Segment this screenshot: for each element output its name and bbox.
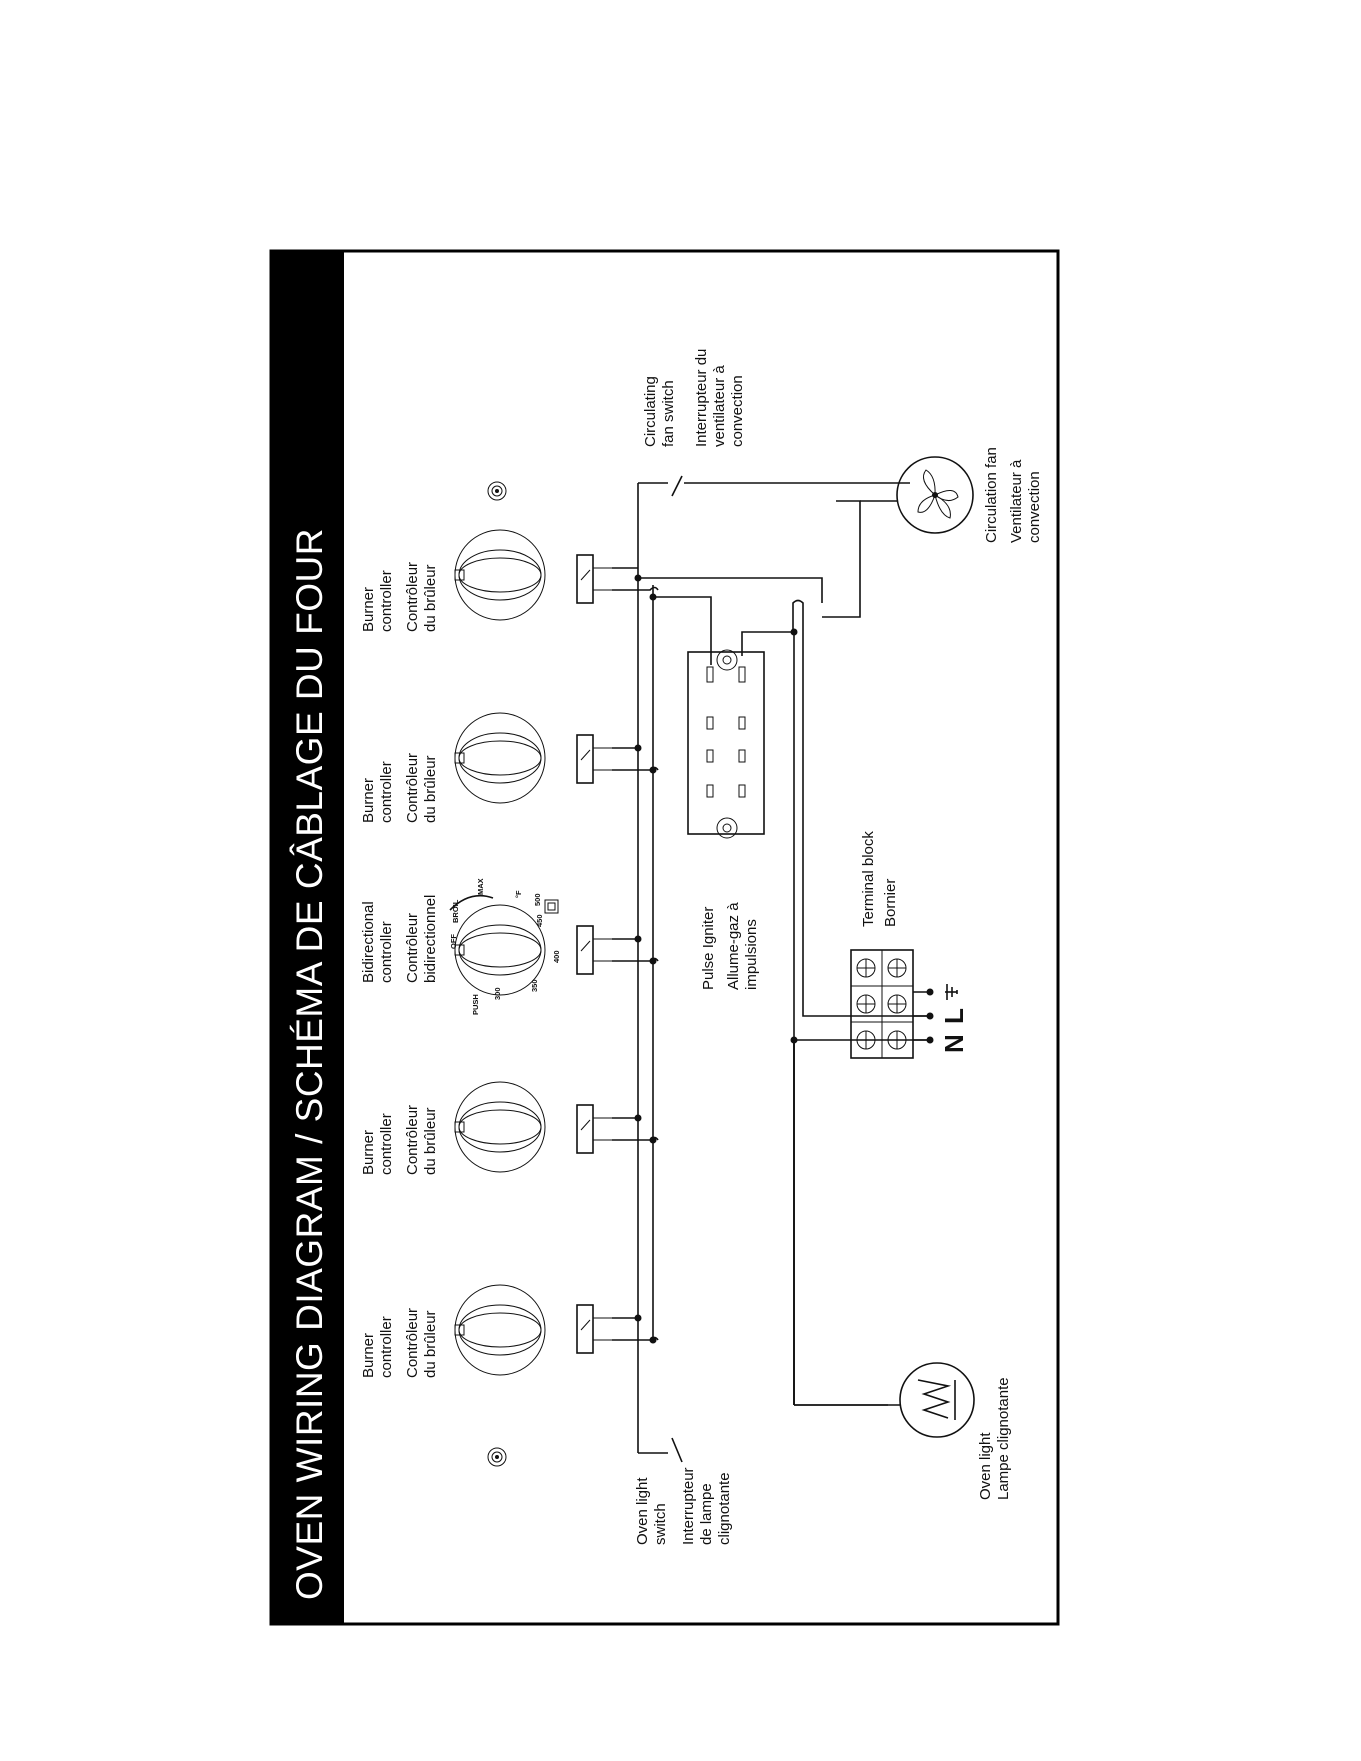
broil-arrow (449, 894, 494, 911)
dial-350: 350 (530, 979, 539, 992)
burner-switch-2 (576, 1104, 612, 1154)
burner-controller-1-label: Burner controller Contrôleur du brûleur (360, 1304, 439, 1378)
dial-broil: BROIL (451, 899, 460, 923)
burner-switches (576, 554, 612, 1354)
dial-off: OFF (449, 934, 458, 949)
burner-controller-3-label: Burner controller Contrôleur du brûleur (360, 749, 439, 823)
dial-300: 300 (493, 987, 502, 1000)
circulating-fan-switch-label: Circulating fan switch Interrupteur du v… (642, 344, 746, 447)
burner-controller-4-label: Burner controller Contrôleur du brûleur (360, 558, 439, 632)
terminal-block-label: Terminal block Bornier (860, 827, 899, 927)
fan-icon (917, 469, 959, 519)
terminal-n: N (939, 1034, 969, 1053)
dial-deg: °F (514, 890, 523, 898)
oven-light-switch-blade (671, 1437, 683, 1463)
dial-450: 450 (535, 914, 544, 927)
oven-light-toggle-icon (487, 1447, 507, 1467)
bidirectional-controller-label: Bidirectional controller Contrôleur bidi… (360, 895, 439, 983)
fan-toggle-icon (487, 481, 507, 501)
dial-400: 400 (552, 950, 561, 963)
burner-knob-2 (454, 1081, 546, 1173)
dial-max: MAX (476, 878, 485, 895)
oven-light-switch-label: Oven light switch Interrupteur de lampe … (634, 1463, 733, 1545)
oven-light-label: Oven light Lampe clignotante (977, 1377, 1012, 1500)
fan-switch-blade (671, 475, 683, 497)
terminal-block: N L (850, 949, 969, 1059)
burner-controller-2-label: Burner controller Contrôleur du brûleur (360, 1101, 439, 1175)
lamp-filament-icon (917, 1379, 952, 1419)
title-bar (271, 251, 344, 1624)
burner-knob-1 (454, 1284, 546, 1376)
labels: Burner controller Contrôleur du brûleur … (360, 344, 1043, 1545)
bidirectional-switch (576, 925, 612, 975)
knobs: PUSH OFF BROIL MAX °F 300 350 400 450 50… (449, 481, 561, 1467)
burner-switch-3 (576, 734, 612, 784)
circulation-fan-label: Circulation fan Ventilateur à convection (983, 443, 1043, 543)
junctions (634, 574, 798, 1344)
oven-light (794, 1362, 975, 1438)
bidirectional-knob: PUSH OFF BROIL MAX °F 300 350 400 450 50… (449, 878, 561, 1015)
diagram-title: OVEN WIRING DIAGRAM / SCHÉMA DE CÂBLAGE … (289, 528, 330, 1600)
dial-500: 500 (533, 893, 542, 906)
circulation-fan (860, 456, 974, 534)
burner-switch-1 (576, 1304, 612, 1354)
terminal-l: L (939, 1008, 969, 1024)
burner-knob-4 (454, 529, 546, 621)
ground-icon (945, 984, 958, 1000)
pulse-igniter-label: Pulse Igniter Allume-gaz à impulsions (700, 898, 760, 990)
dial-push: PUSH (471, 994, 480, 1015)
pulse-igniter (687, 649, 765, 839)
burner-knob-3 (454, 712, 546, 804)
burner-switch-4 (576, 554, 612, 604)
broil-element-icon (544, 899, 559, 914)
